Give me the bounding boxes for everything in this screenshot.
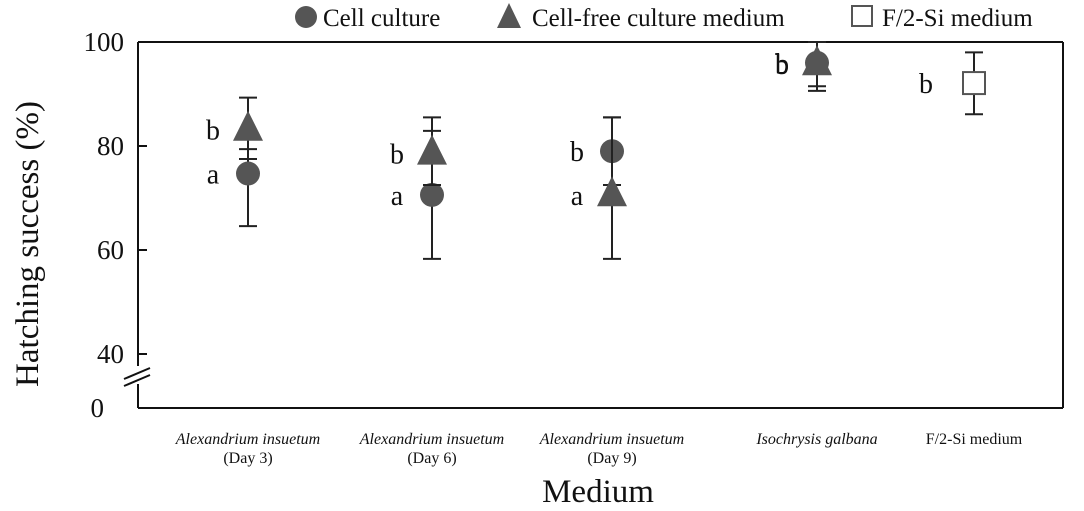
category-sub: (Day 9) xyxy=(587,450,636,467)
y-axis-ticks: 100 80 60 40 0 xyxy=(84,27,147,423)
category-name: Alexandrium insuetum xyxy=(175,431,320,448)
y-tick-label-60: 60 xyxy=(97,235,124,265)
axis-break-mark-1 xyxy=(123,367,151,380)
x-category-labels: Alexandrium insuetum (Day 3) Alexandrium… xyxy=(175,431,1023,467)
significance-letter: a xyxy=(391,181,404,212)
category-name: Alexandrium insuetum xyxy=(359,431,504,448)
y-tick-label-80: 80 xyxy=(97,131,124,161)
category-name: F/2-Si medium xyxy=(926,431,1023,448)
legend-label-f2-si: F/2-Si medium xyxy=(882,5,1033,32)
point-cell-free xyxy=(233,110,263,141)
point-cell-free xyxy=(597,176,627,207)
axis-break-mark-2 xyxy=(123,374,151,387)
point-cell-free xyxy=(802,45,832,76)
legend-circle-marker xyxy=(295,6,317,28)
legend-square-marker xyxy=(851,5,873,27)
significance-letter: b xyxy=(390,139,404,170)
y-tick-label-0: 0 xyxy=(91,393,105,423)
point-cell-free xyxy=(417,134,447,165)
legend-label-cell-culture: Cell culture xyxy=(323,5,440,32)
legend-triangle-marker xyxy=(497,3,521,28)
point-cell-culture xyxy=(420,182,444,207)
significance-letter: a xyxy=(207,160,220,191)
y-axis-title: Hatching success (%) xyxy=(10,101,46,387)
category-name: Alexandrium insuetum xyxy=(539,431,684,448)
significance-letter: b xyxy=(570,137,584,168)
plot-frame xyxy=(123,41,1064,409)
significance-letter: b xyxy=(775,49,789,80)
y-tick-label-100: 100 xyxy=(84,27,125,57)
category-sub: (Day 6) xyxy=(407,450,456,467)
category-sub: (Day 3) xyxy=(223,450,272,467)
x-axis-title: Medium xyxy=(542,474,654,510)
legend: Cell culture Cell-free culture medium F/… xyxy=(295,3,1033,32)
significance-letter: b xyxy=(206,115,220,146)
y-tick-label-40: 40 xyxy=(97,339,124,369)
significance-letter: b xyxy=(919,69,933,100)
point-f2-si xyxy=(962,71,986,96)
legend-label-cell-free: Cell-free culture medium xyxy=(532,5,785,32)
category-name: Isochrysis galbana xyxy=(755,431,877,448)
point-cell-culture xyxy=(236,161,260,186)
significance-letter: b xyxy=(775,50,789,81)
significance-letter: a xyxy=(571,181,584,212)
